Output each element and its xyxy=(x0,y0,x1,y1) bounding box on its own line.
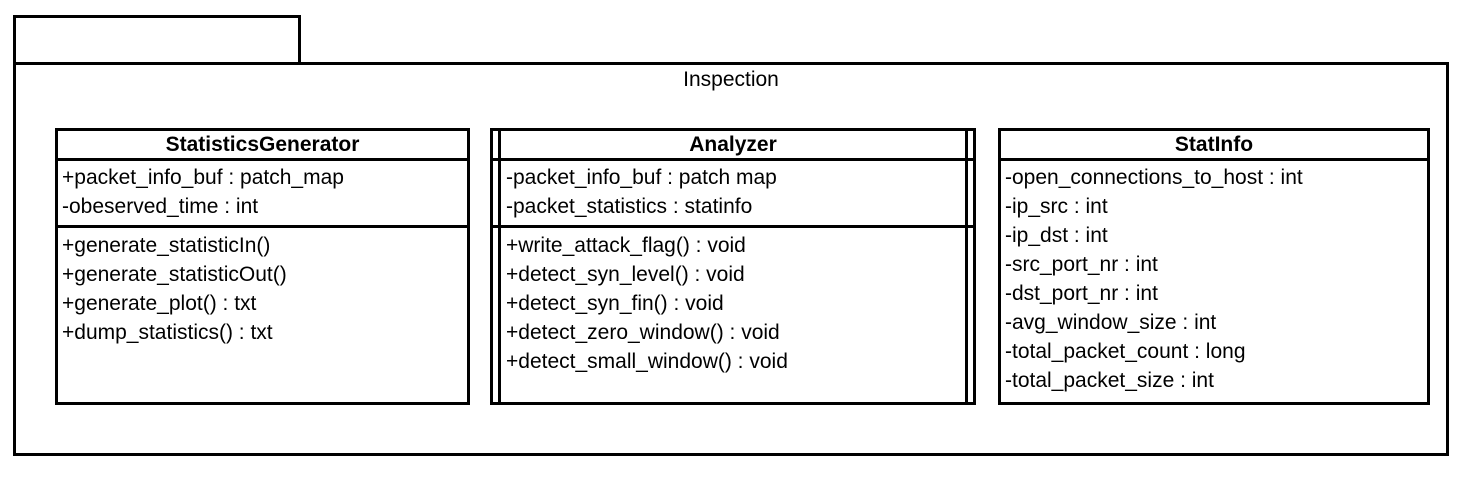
class-title: StatInfo xyxy=(1001,131,1427,161)
attribute-row: -open_connections_to_host : int xyxy=(1005,166,1303,189)
class-methods-compartment: +generate_statisticIn() +generate_statis… xyxy=(58,228,467,402)
attribute-row: -total_packet_count : long xyxy=(1005,340,1246,363)
method-row: +dump_statistics() : txt xyxy=(62,321,273,344)
attribute-row: -ip_dst : int xyxy=(1005,224,1108,247)
attribute-row: -dst_port_nr : int xyxy=(1005,282,1158,305)
active-class-line-left xyxy=(498,131,501,402)
attribute-row: -packet_info_buf : patch map xyxy=(506,166,777,189)
attribute-row: -total_packet_size : int xyxy=(1005,369,1214,392)
method-row: +detect_syn_level() : void xyxy=(506,263,745,286)
method-row: +write_attack_flag() : void xyxy=(506,234,746,257)
method-row: +detect_small_window() : void xyxy=(506,350,788,373)
method-row: +generate_statisticOut() xyxy=(62,263,287,286)
class-title: StatisticsGenerator xyxy=(58,131,467,161)
class-box-statinfo: StatInfo -open_connections_to_host : int… xyxy=(998,128,1430,405)
method-row: +detect_syn_fin() : void xyxy=(506,292,724,315)
attribute-row: -avg_window_size : int xyxy=(1005,311,1217,334)
class-box-statistics-generator: StatisticsGenerator +packet_info_buf : p… xyxy=(55,128,470,405)
method-row: +detect_zero_window() : void xyxy=(506,321,780,344)
class-attributes-compartment: -packet_info_buf : patch map -packet_sta… xyxy=(493,161,973,228)
method-row: +generate_plot() : txt xyxy=(62,292,257,315)
attribute-row: -obeserved_time : int xyxy=(62,195,259,218)
package-tab xyxy=(13,15,301,65)
attribute-row: -ip_src : int xyxy=(1005,195,1108,218)
attribute-row: +packet_info_buf : patch_map xyxy=(62,166,344,189)
attribute-row: -packet_statistics : statinfo xyxy=(506,195,753,218)
class-attributes-compartment: -open_connections_to_host : int -ip_src … xyxy=(1001,161,1427,402)
package-name: Inspection xyxy=(683,68,779,91)
class-title: Analyzer xyxy=(493,131,973,161)
class-box-analyzer: Analyzer -packet_info_buf : patch map -p… xyxy=(490,128,976,405)
attribute-row: -src_port_nr : int xyxy=(1005,253,1158,276)
method-row: +generate_statisticIn() xyxy=(62,234,271,257)
class-attributes-compartment: +packet_info_buf : patch_map -obeserved_… xyxy=(58,161,467,228)
active-class-line-right xyxy=(965,131,968,402)
class-methods-compartment: +write_attack_flag() : void +detect_syn_… xyxy=(493,228,973,402)
